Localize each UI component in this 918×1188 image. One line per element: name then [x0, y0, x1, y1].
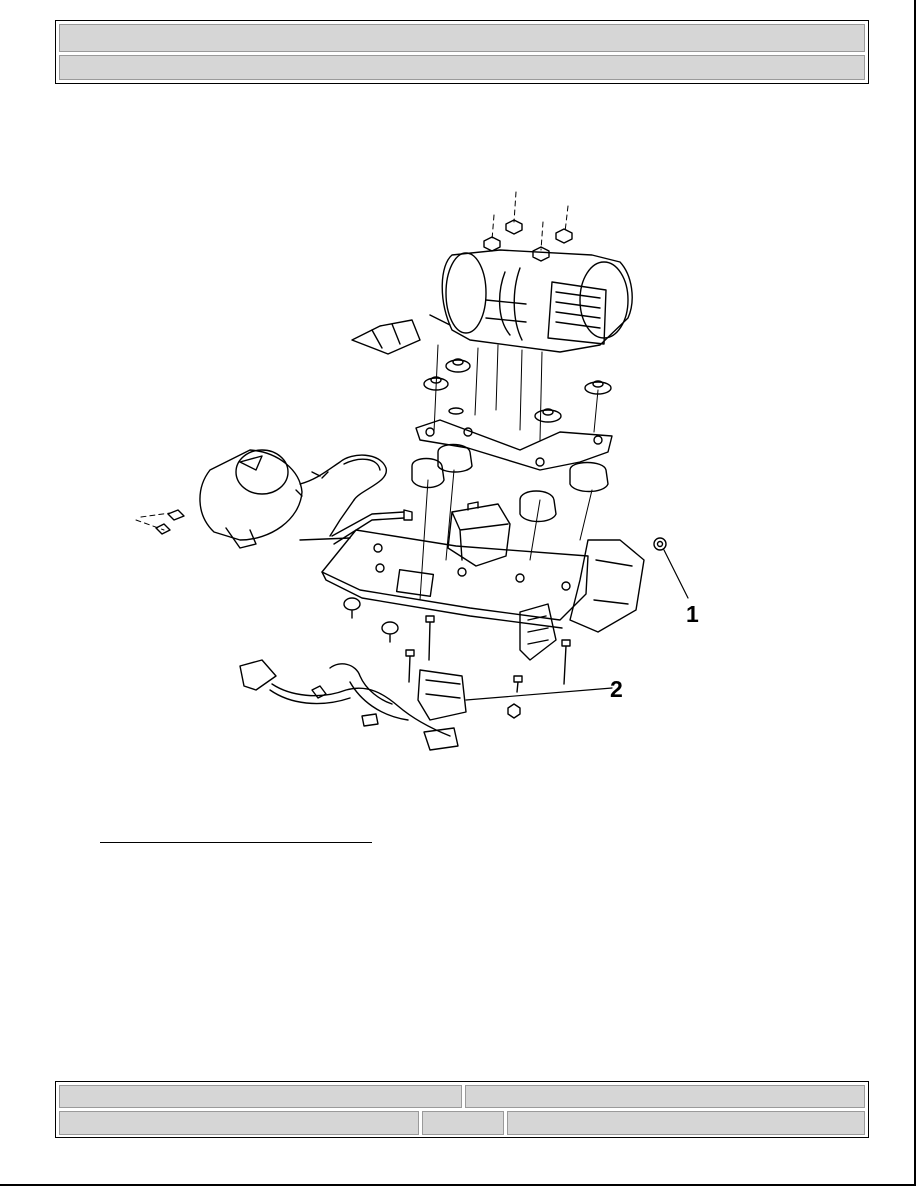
side-bracket [569, 539, 645, 633]
solenoid-block [447, 501, 511, 567]
fastener-guide-lines [135, 191, 569, 531]
footer-cell-middle-bottom [422, 1111, 504, 1135]
dryer-canister [155, 449, 387, 549]
header-title-row [59, 24, 865, 52]
footer-cell-right-bottom [507, 1111, 865, 1135]
footer-table [55, 1081, 869, 1138]
callout-2: 2 [610, 676, 623, 702]
header-subtitle-row [59, 55, 865, 80]
footer-cell-left-top [59, 1085, 462, 1108]
air-line [299, 509, 413, 545]
base-bracket [321, 529, 589, 629]
isolator-washers [423, 358, 612, 423]
wiring-harness [239, 659, 613, 751]
footer-cell-left-bottom [59, 1111, 419, 1135]
caption-underline [100, 842, 372, 843]
retaining-nut [653, 537, 689, 599]
compressor-motor [351, 249, 633, 355]
stud-lines [419, 344, 599, 601]
top-nuts [483, 219, 573, 262]
callout-1: 1 [686, 601, 699, 627]
footer-cell-right-top [465, 1085, 865, 1108]
rubber-isolators [411, 443, 609, 523]
exploded-view-illustration [135, 191, 689, 751]
mounting-plate [415, 419, 613, 471]
bracket-connector [519, 603, 557, 661]
mounting-bolts [343, 597, 571, 719]
header-table [55, 20, 869, 84]
